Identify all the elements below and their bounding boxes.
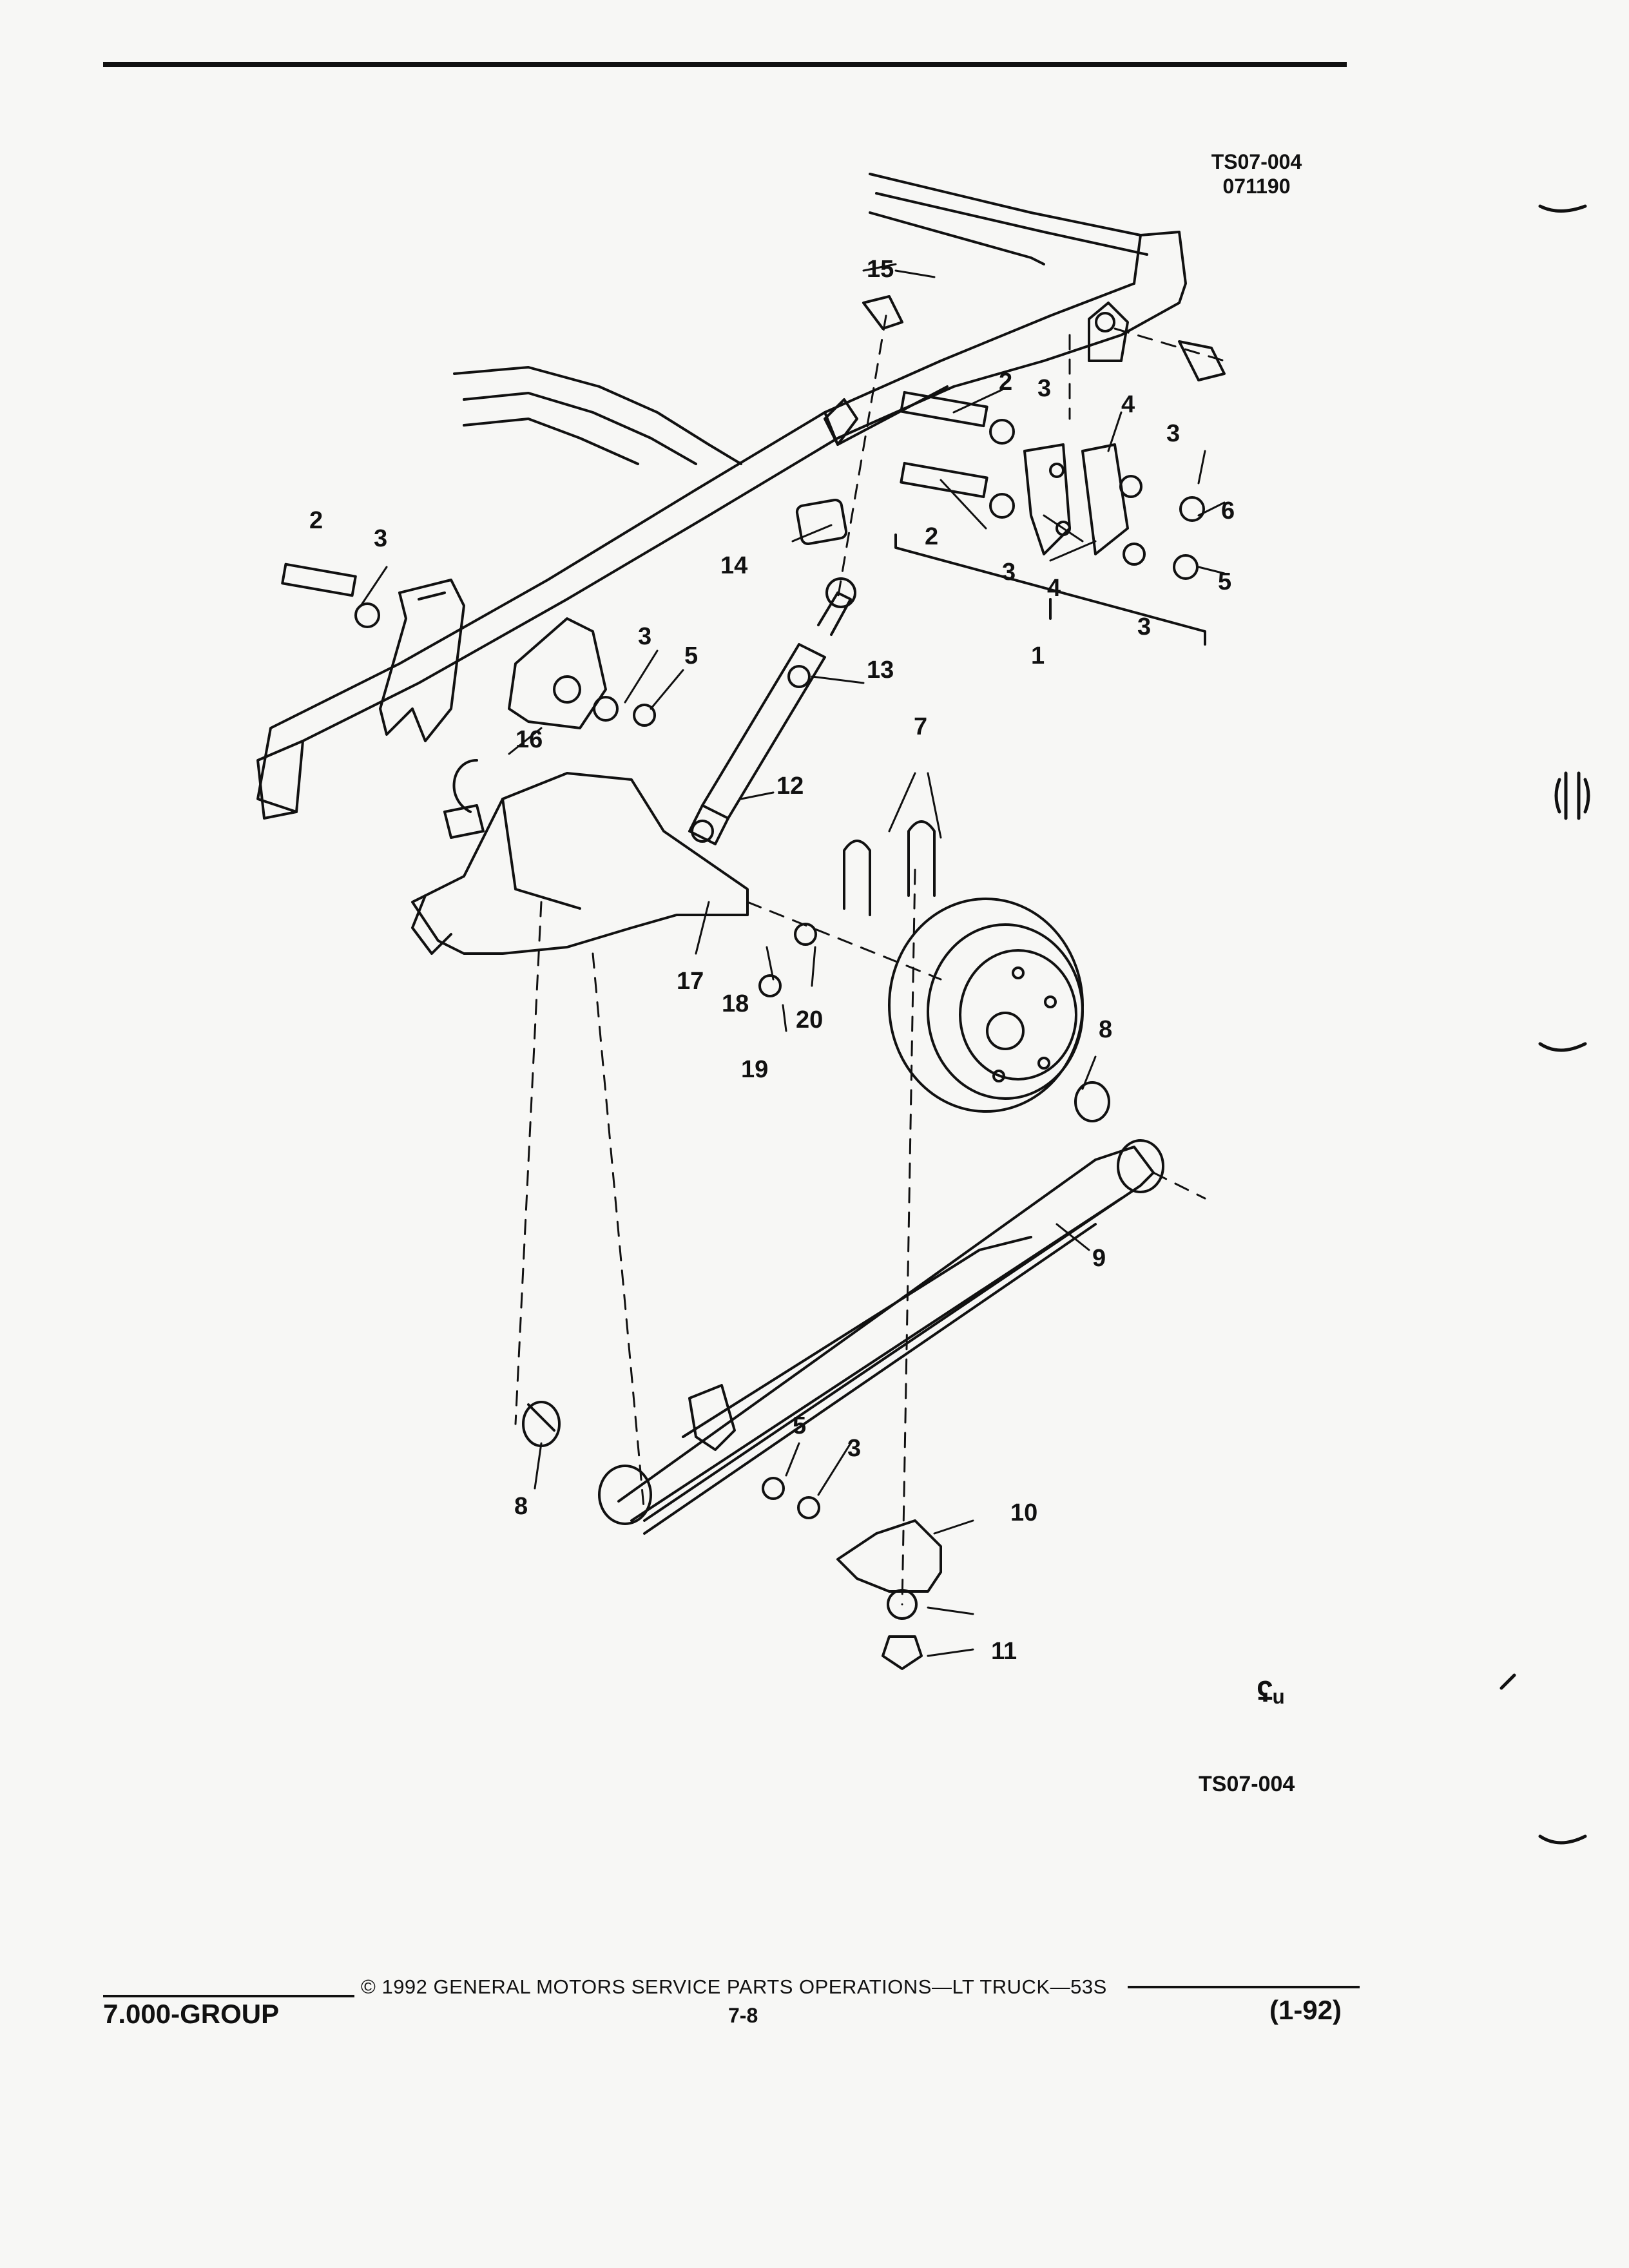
callout-3b: 3 bbox=[1166, 420, 1180, 447]
callout-3g: 3 bbox=[847, 1435, 861, 1462]
rear-axle-housing bbox=[411, 759, 749, 955]
callout-15: 15 bbox=[867, 256, 894, 283]
callout-3c: 3 bbox=[1002, 559, 1016, 586]
brake-drum bbox=[888, 898, 1084, 1113]
callout-12: 12 bbox=[776, 773, 804, 800]
callout-19: 19 bbox=[741, 1056, 768, 1083]
callout-7: 7 bbox=[914, 713, 927, 740]
callout-3f: 3 bbox=[638, 623, 651, 650]
callout-6: 6 bbox=[1221, 497, 1235, 524]
front-spring-hanger bbox=[379, 579, 465, 742]
callout-labels: 1 2 2 2 3 3 3 3 3 3 3 4 4 5 5 5 6 7 8 8 … bbox=[309, 256, 1235, 1665]
callout-17: 17 bbox=[677, 968, 704, 995]
callout-4a: 4 bbox=[1121, 391, 1135, 418]
callout-14: 14 bbox=[720, 552, 747, 579]
figure-date-code: 071190 bbox=[1222, 175, 1291, 198]
alignment-lines bbox=[514, 314, 1226, 1606]
footer-revision: (1-92) bbox=[1269, 1995, 1342, 2025]
callout-8b: 8 bbox=[514, 1493, 528, 1520]
assembly-bracket-1 bbox=[894, 533, 1206, 646]
callout-20: 20 bbox=[796, 1006, 823, 1033]
callout-8a: 8 bbox=[1099, 1016, 1112, 1043]
callout-2c: 2 bbox=[309, 507, 323, 534]
figure-reference-bottom: TS07-004 bbox=[1199, 1772, 1295, 1796]
callout-9: 9 bbox=[1092, 1245, 1106, 1272]
callout-18: 18 bbox=[722, 990, 749, 1017]
footer-rule-left bbox=[103, 1995, 354, 1997]
callout-2a: 2 bbox=[999, 369, 1012, 396]
footer-group-number: 7.000-GROUP bbox=[103, 1999, 280, 2029]
figure-reference-top: TS07-004 071190 bbox=[1186, 149, 1327, 198]
leaf-spring bbox=[598, 1139, 1164, 1535]
spring-bushings bbox=[522, 1081, 1110, 1447]
frame-rail bbox=[256, 173, 1187, 820]
leader-lines bbox=[360, 263, 1226, 1657]
footer-page-number: 7-8 bbox=[728, 2004, 758, 2027]
footer-copyright: © 1992 GENERAL MOTORS SERVICE PARTS OPER… bbox=[361, 1975, 1107, 1998]
callout-13: 13 bbox=[867, 657, 894, 684]
callout-3d: 3 bbox=[1137, 613, 1151, 640]
callout-5b: 5 bbox=[684, 642, 698, 669]
publisher-logo: ʢᵤ bbox=[1257, 1675, 1284, 1708]
callout-11: 11 bbox=[991, 1638, 1017, 1665]
callout-3e: 3 bbox=[374, 525, 387, 552]
rear-shackle-bracket bbox=[1023, 302, 1129, 555]
callout-5a: 5 bbox=[1218, 568, 1231, 595]
callout-3a: 3 bbox=[1037, 375, 1051, 402]
figure-code: TS07-004 bbox=[1211, 150, 1302, 173]
u-bolts bbox=[843, 820, 936, 916]
top-rule bbox=[103, 62, 1347, 67]
callout-4b: 4 bbox=[1047, 575, 1061, 602]
callout-5c: 5 bbox=[793, 1412, 806, 1439]
callout-16: 16 bbox=[516, 726, 543, 753]
callout-1: 1 bbox=[1031, 642, 1045, 669]
footer-rule-right bbox=[1128, 1986, 1360, 1988]
shock-absorber bbox=[688, 498, 856, 845]
fasteners bbox=[281, 340, 1226, 1519]
callout-2b: 2 bbox=[925, 523, 938, 550]
callout-10: 10 bbox=[1010, 1499, 1037, 1526]
